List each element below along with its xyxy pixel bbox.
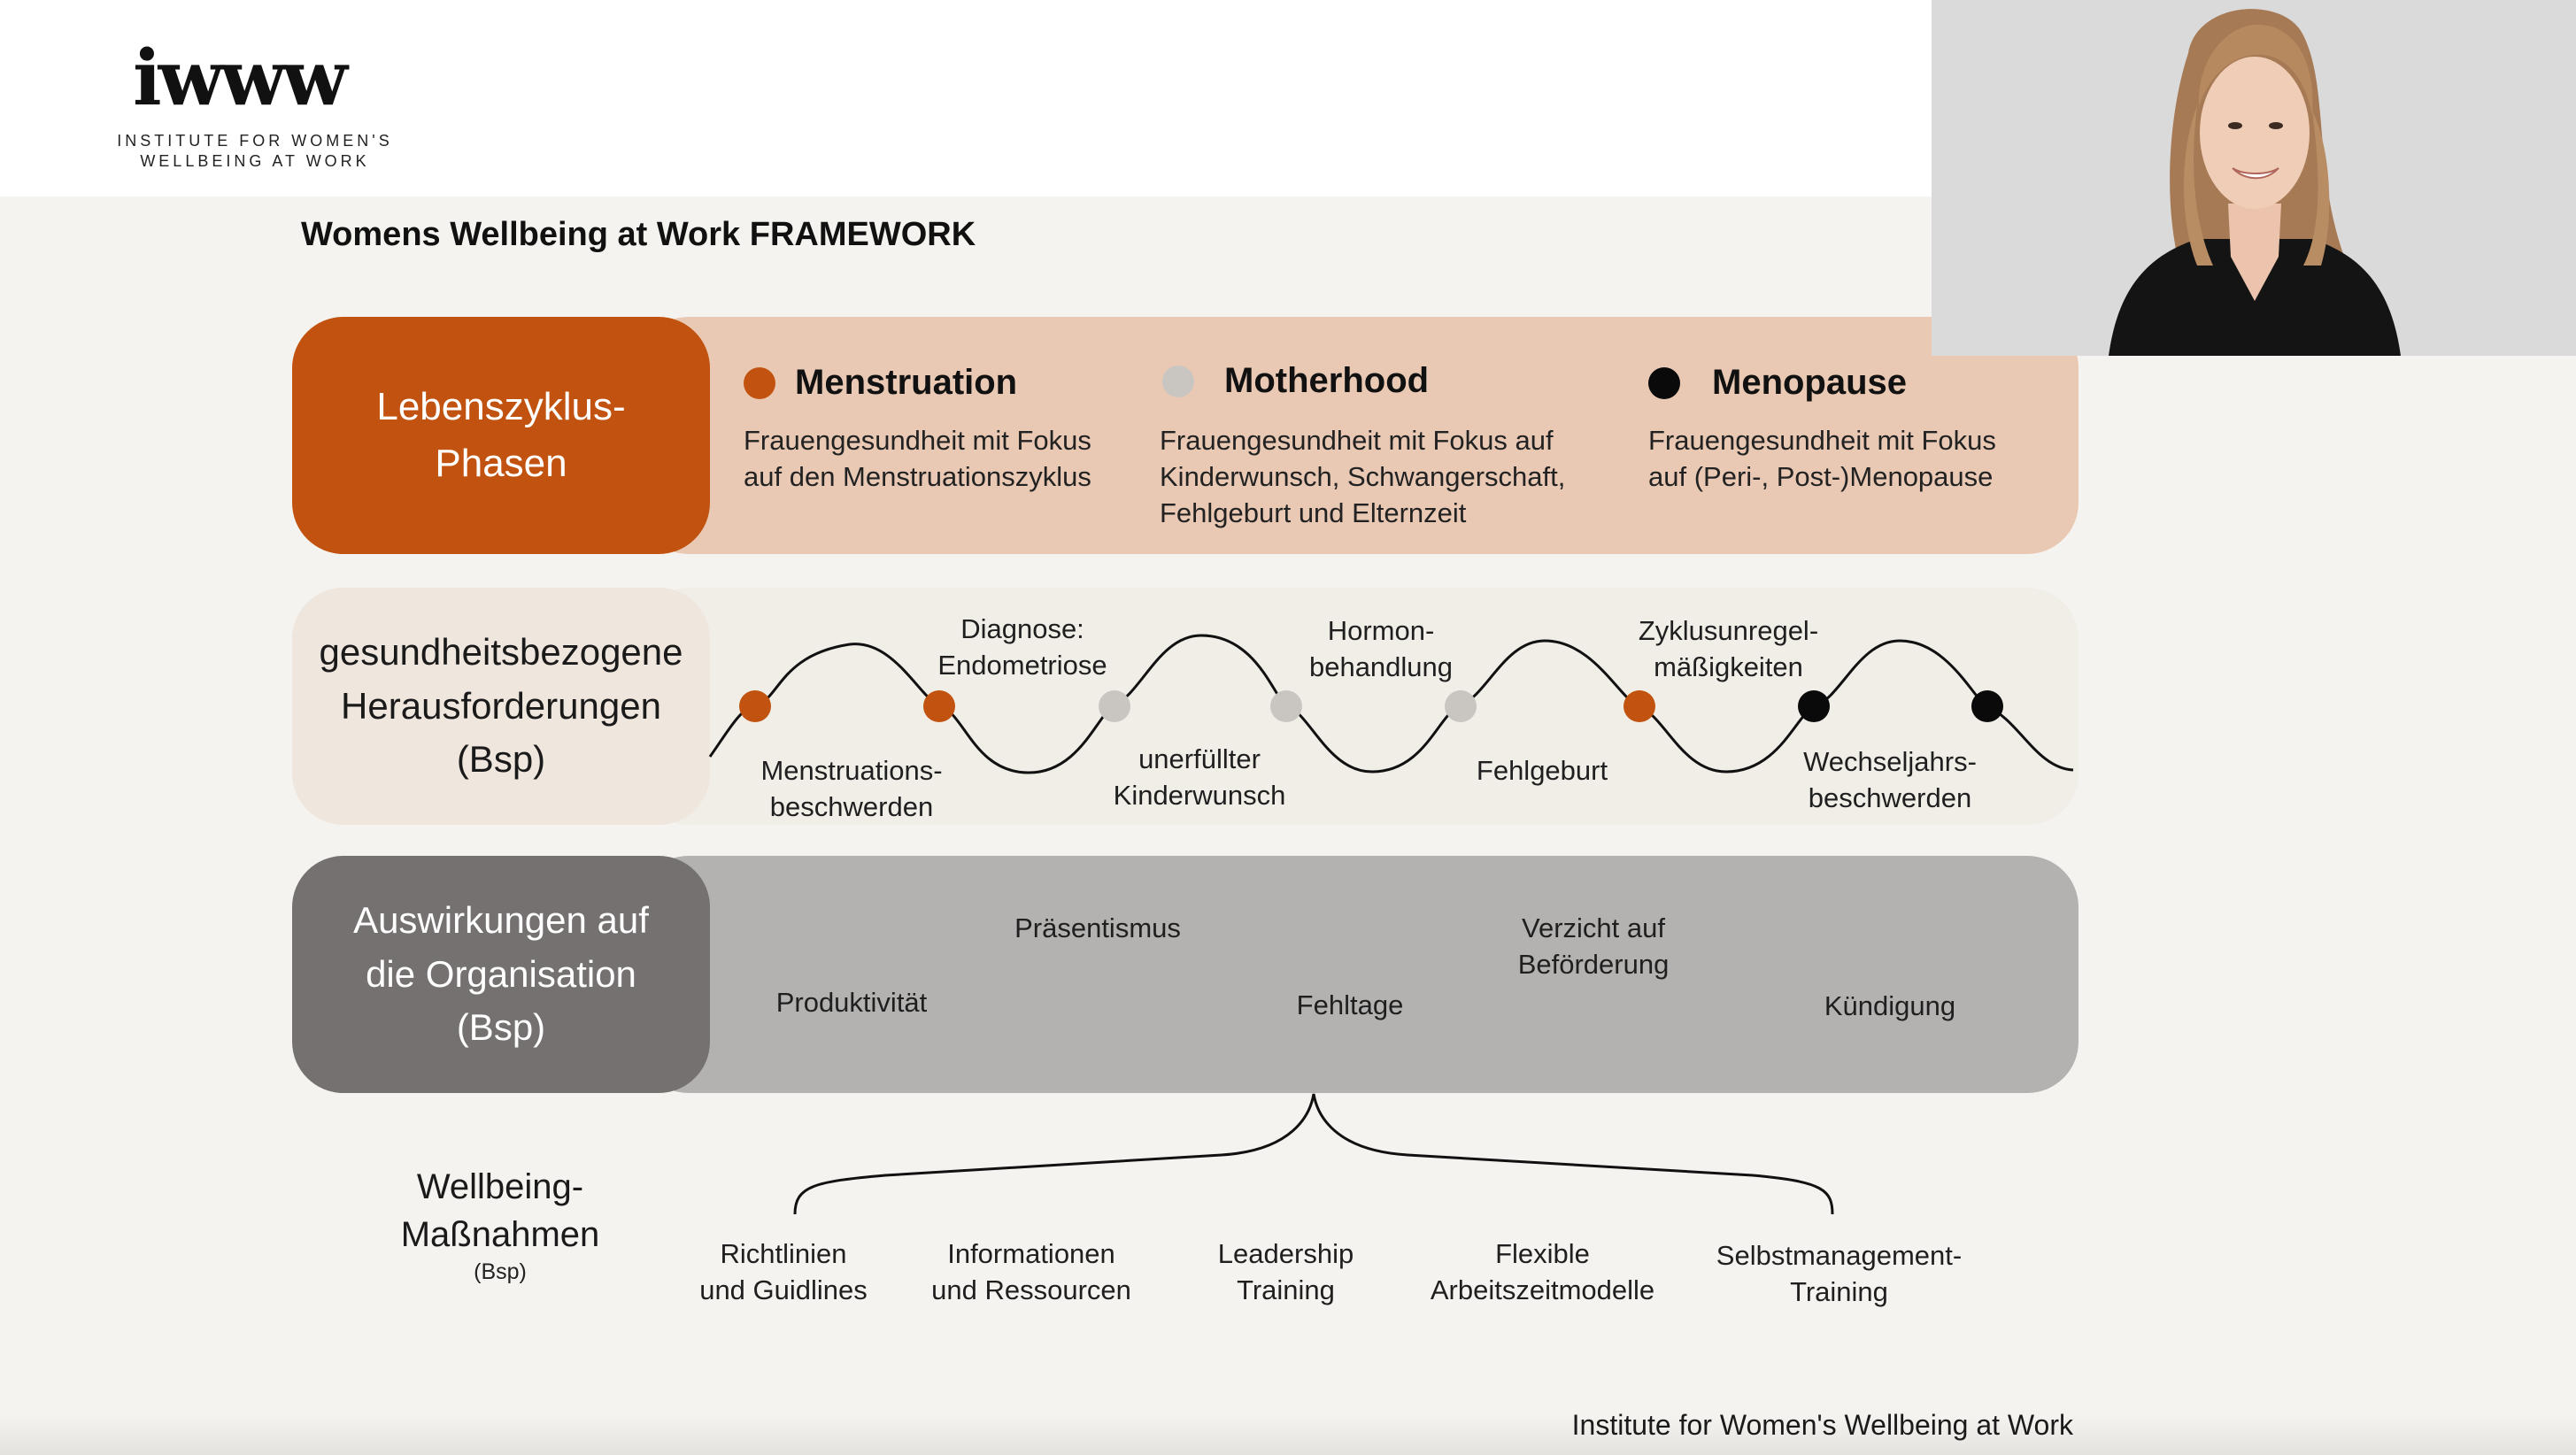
wave-point	[1623, 690, 1655, 722]
impact-band	[637, 856, 2079, 1093]
phase-name: Motherhood	[1224, 361, 1430, 400]
impact-item: Produktivität	[775, 987, 928, 1018]
phase-name: Menstruation	[795, 363, 1018, 402]
iwww-logo: iwww	[133, 34, 348, 123]
phase-menopause: Menopause Frauengesundheit mit Fokus auf…	[1648, 363, 2055, 495]
measure-item: Informationen und Ressourcen	[931, 1238, 1131, 1305]
menstruation-dot	[744, 366, 775, 399]
phase-name: Menopause	[1712, 363, 1908, 402]
impact-item: Fehltage	[1296, 989, 1404, 1020]
measure-item: Selbstmanagement- Training	[1716, 1240, 1963, 1307]
measure-item: Flexible Arbeitszeitmodelle	[1430, 1238, 1655, 1305]
challenge-lower-label: unerfüllter Kinderwunsch	[1113, 743, 1286, 811]
impact-item: Präsentismus	[1014, 912, 1181, 943]
wave-point	[1270, 690, 1302, 722]
challenge-lower-label: Fehlgeburt	[1476, 755, 1608, 786]
phase-menstruation: Menstruation Frauengesundheit mit Fokus …	[744, 363, 1133, 495]
wave-point	[1445, 690, 1477, 722]
lifecycle-band	[637, 317, 2079, 554]
measures-sublabel: (Bsp)	[474, 1259, 527, 1284]
wave-point	[1798, 690, 1830, 722]
wave-points	[739, 690, 2003, 722]
measure-item: Richtlinien und Guidlines	[699, 1238, 868, 1305]
impact-item: Verzicht auf Beförderung	[1517, 912, 1670, 980]
impact-label: Auswirkungen auf die Organisation (Bsp)	[353, 898, 649, 1049]
footer-text: Institute for Women's Wellbeing at Work	[1571, 1409, 2073, 1441]
challenges-label-pill: gesundheitsbezogene Herausforderungen (B…	[292, 588, 710, 825]
phase-motherhood: Motherhood Frauengesundheit mit Fokus au…	[1160, 361, 1620, 531]
measures-label-block: Wellbeing- Maßnahmen (Bsp)	[354, 1163, 646, 1285]
challenges-band	[637, 588, 2079, 825]
wave-point	[739, 690, 771, 722]
page-title: Womens Wellbeing at Work FRAMEWORK	[301, 216, 976, 253]
impact-label-pill: Auswirkungen auf die Organisation (Bsp)	[292, 856, 710, 1093]
challenge-upper-label: Hormon- behandlung	[1308, 615, 1454, 682]
presenter-video-icon	[1932, 0, 2576, 356]
presenter-video	[1932, 0, 2576, 356]
challenge-lower-label: Menstruations- beschwerden	[760, 755, 943, 822]
phase-description: Frauengesundheit mit Fokus auf Kinderwun…	[1160, 425, 1566, 528]
menopause-dot	[1648, 366, 1680, 399]
challenges-label: gesundheitsbezogene Herausforderungen (B…	[319, 630, 683, 781]
measures-label: Wellbeing- Maßnahmen	[400, 1167, 600, 1254]
challenge-upper-label: Diagnose: Endometriose	[937, 613, 1107, 681]
phase-description: Frauengesundheit mit Fokus auf den Menst…	[744, 425, 1091, 492]
challenge-upper-label: Zyklusunregel- mäßigkeiten	[1638, 615, 1819, 682]
logo-subtitle: INSTITUTE FOR WOMEN'S WELLBEING AT WORK	[117, 132, 393, 170]
measure-item: Leadership Training	[1217, 1238, 1354, 1305]
footer-shadow	[0, 1416, 2576, 1455]
wave-point	[1099, 690, 1130, 722]
phase-description: Frauengesundheit mit Fokus auf (Peri-, P…	[1648, 425, 1996, 492]
challenge-lower-label: Wechseljahrs- beschwerden	[1803, 746, 1977, 813]
brace-line	[793, 1093, 1834, 1215]
impact-item: Kündigung	[1824, 990, 1956, 1021]
wave-point	[1971, 690, 2003, 722]
lifecycle-label: Lebenszyklus- Phasen	[376, 385, 626, 485]
motherhood-dot	[1162, 365, 1194, 397]
wave-point	[923, 690, 955, 722]
lifecycle-label-pill: Lebenszyklus- Phasen	[292, 317, 710, 554]
